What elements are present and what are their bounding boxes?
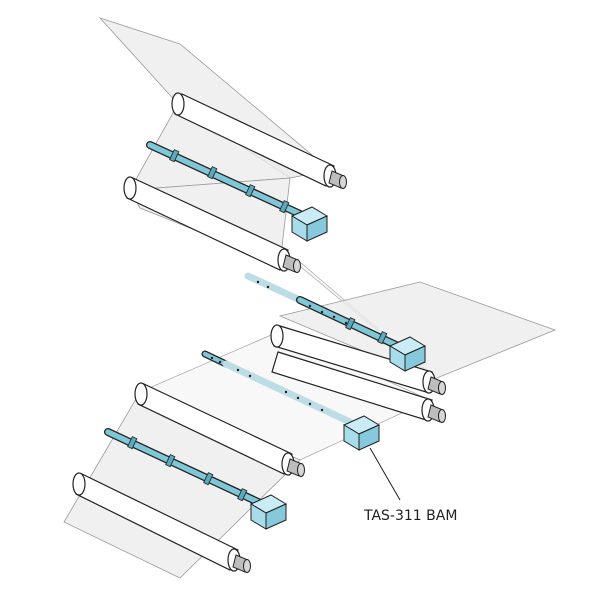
power-unit-box-icon	[342, 415, 381, 451]
callout-leader-line	[369, 447, 401, 501]
ionizer-bar-icon	[244, 272, 304, 304]
callout: TAS-311 BAM	[363, 447, 457, 524]
power-unit-box-icon	[290, 206, 329, 242]
roller-1	[171, 92, 347, 189]
ionizer-bar-4	[104, 428, 288, 530]
ionizer-bar-1	[146, 141, 329, 242]
power-unit-box-icon	[388, 336, 427, 372]
power-unit-box-icon	[249, 494, 288, 530]
callout-label: TAS-311 BAM	[363, 508, 457, 524]
rollers	[72, 92, 446, 573]
roller-3	[270, 324, 446, 395]
roller-4	[271, 351, 446, 423]
roller-2	[123, 176, 301, 273]
ionizer-bar-2	[244, 272, 427, 372]
ionizer-bars	[104, 141, 427, 530]
ionizer-bar-3	[201, 350, 381, 451]
roller-5	[134, 382, 305, 477]
roller-6	[72, 472, 251, 573]
film-web	[63, 17, 557, 579]
